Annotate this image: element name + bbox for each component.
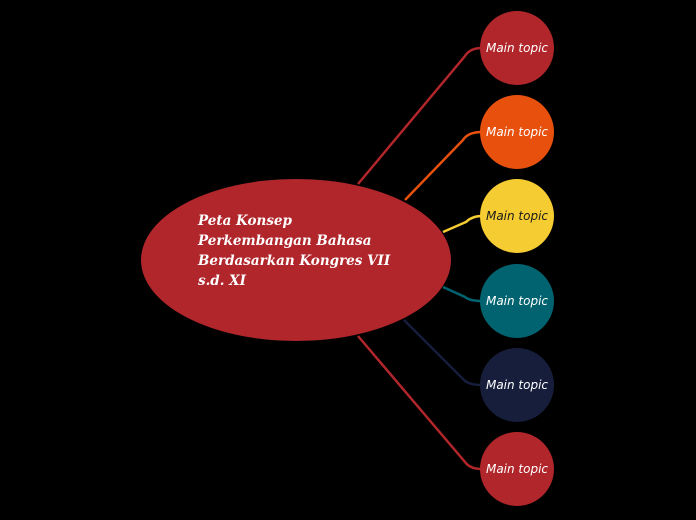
main-topic-3[interactable]: Main topic xyxy=(480,179,554,253)
main-topic-circle xyxy=(480,348,554,422)
main-topic-1[interactable]: Main topic xyxy=(480,11,554,85)
main-topic-circle xyxy=(480,432,554,506)
main-topic-label: Main topic xyxy=(486,41,548,55)
central-title-line-3: Berdasarkan Kongres VII xyxy=(197,253,391,269)
main-topic-label: Main topic xyxy=(486,209,548,223)
main-topic-circle xyxy=(480,179,554,253)
central-title-line-1: Peta Konsep xyxy=(197,213,293,229)
main-topic-2[interactable]: Main topic xyxy=(480,95,554,169)
connector-6 xyxy=(357,335,483,471)
main-topic-6[interactable]: Main topic xyxy=(480,432,554,506)
central-topic-title: Peta Konsep Perkembangan Bahasa Berdasar… xyxy=(197,213,395,289)
main-topic-label: Main topic xyxy=(486,125,548,139)
central-title-line-4: s.d. XI xyxy=(198,273,247,289)
main-topic-circle xyxy=(480,95,554,169)
connector-4 xyxy=(442,285,483,303)
central-topic-shape xyxy=(141,179,451,341)
central-title-line-2: Perkembangan Bahasa xyxy=(197,233,372,249)
main-topic-label: Main topic xyxy=(486,378,548,392)
connectors xyxy=(357,46,483,471)
connector-5 xyxy=(403,319,483,387)
main-topic-5[interactable]: Main topic xyxy=(480,348,554,422)
connector-1 xyxy=(357,46,483,185)
main-topic-4[interactable]: Main topic xyxy=(480,264,554,338)
connector-2 xyxy=(404,130,483,201)
connector-3 xyxy=(442,214,483,234)
main-topic-label: Main topic xyxy=(486,294,548,308)
main-topic-circle xyxy=(480,11,554,85)
main-topic-circle xyxy=(480,264,554,338)
central-topic[interactable]: Peta Konsep Perkembangan Bahasa Berdasar… xyxy=(141,179,451,341)
main-topic-label: Main topic xyxy=(486,462,548,476)
